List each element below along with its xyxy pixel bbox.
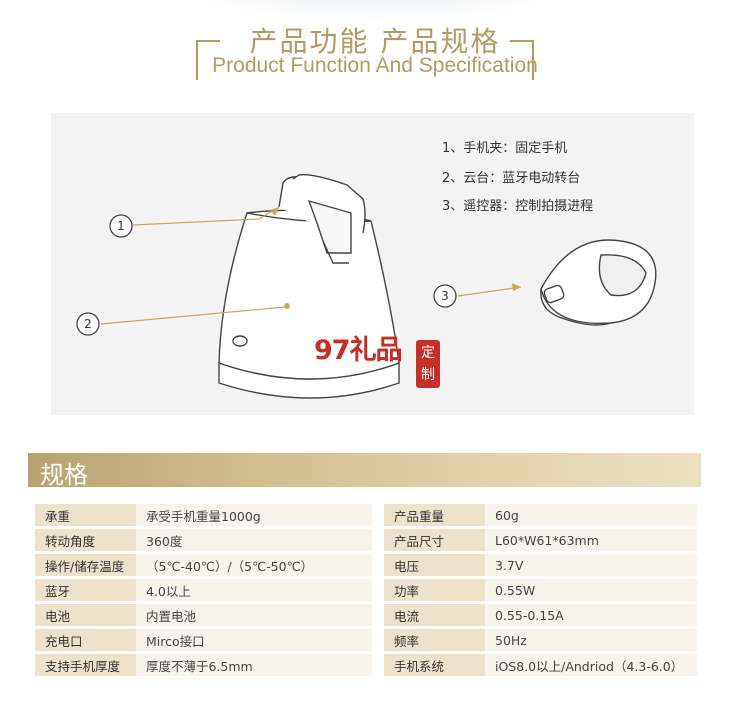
spec-header-bar [28,453,701,487]
callout-dot-2 [284,303,290,309]
header-glow [190,0,560,20]
feature-phone-clip: 1、手机夹：固定手机 [442,141,568,156]
section-title-en: Product Function And Specification [212,54,538,77]
table-row: 操作/储存温度（5℃-40℃）/（5℃-50℃） [35,554,372,576]
spec-value: 承受手机重量1000g [136,504,372,526]
callout-arrow-3 [512,283,521,291]
spec-key: 功率 [384,579,485,601]
callout-arrow-1 [270,207,279,216]
callout-circle-2 [76,312,100,336]
spec-value: 厚度不薄于6.5mm [136,654,372,676]
watermark-logo: 97礼品 [314,335,403,366]
table-row: 电池内置电池 [35,604,372,626]
spec-value: 4.0以上 [136,579,372,601]
spec-value: 内置电池 [136,604,372,626]
spec-value: L60*W61*63mm [485,529,697,551]
remote-drawing [540,239,657,326]
spec-key: 支持手机厚度 [35,654,136,676]
spec-key: 承重 [35,504,136,526]
callout-circle-3 [433,284,457,308]
callout-label-2: 2 [84,317,92,331]
seal-stamp: 定制 [416,340,440,388]
spec-key: 电流 [384,604,485,626]
gimbal-drawing [218,174,400,399]
spec-key: 充电口 [35,629,136,651]
spec-key: 电池 [35,604,136,626]
table-row: 支持手机厚度厚度不薄于6.5mm [35,654,372,676]
feature-remote: 3、遥控器：控制拍摄进程 [442,199,594,214]
spec-value: 60g [485,504,697,526]
spec-value: 0.55-0.15A [485,604,697,626]
spec-key: 蓝牙 [35,579,136,601]
spec-title: 规格 [40,461,88,489]
spec-key: 手机系统 [384,654,485,676]
spec-value: （5℃-40℃）/（5℃-50℃） [136,554,372,576]
spec-key: 转动角度 [35,529,136,551]
header-bracket-right [510,40,534,80]
table-row: 承重承受手机重量1000g [35,504,372,526]
product-diagram-panel: 1 2 3 [51,113,694,415]
spec-key: 产品尺寸 [384,529,485,551]
spec-value: iOS8.0以上/Andriod（4.3-6.0） [485,654,697,676]
spec-value: 50Hz [485,629,697,651]
spec-value: Mirco接口 [136,629,372,651]
header-bracket-left [196,40,220,80]
spec-key: 操作/储存温度 [35,554,136,576]
spec-key: 频率 [384,629,485,651]
spec-key: 电压 [384,554,485,576]
spec-value: 0.55W [485,579,697,601]
feature-gimbal: 2、云台：蓝牙电动转台 [442,171,581,186]
callout-circle-1 [109,214,133,238]
spec-value: 360度 [136,529,372,551]
callout-label-1: 1 [117,219,125,233]
spec-key: 产品重量 [384,504,485,526]
product-illustration: 1 2 3 [76,174,657,399]
spec-value: 3.7V [485,554,697,576]
callout-label-3: 3 [441,289,449,303]
section-title-cn: 产品功能 产品规格 [249,25,501,58]
